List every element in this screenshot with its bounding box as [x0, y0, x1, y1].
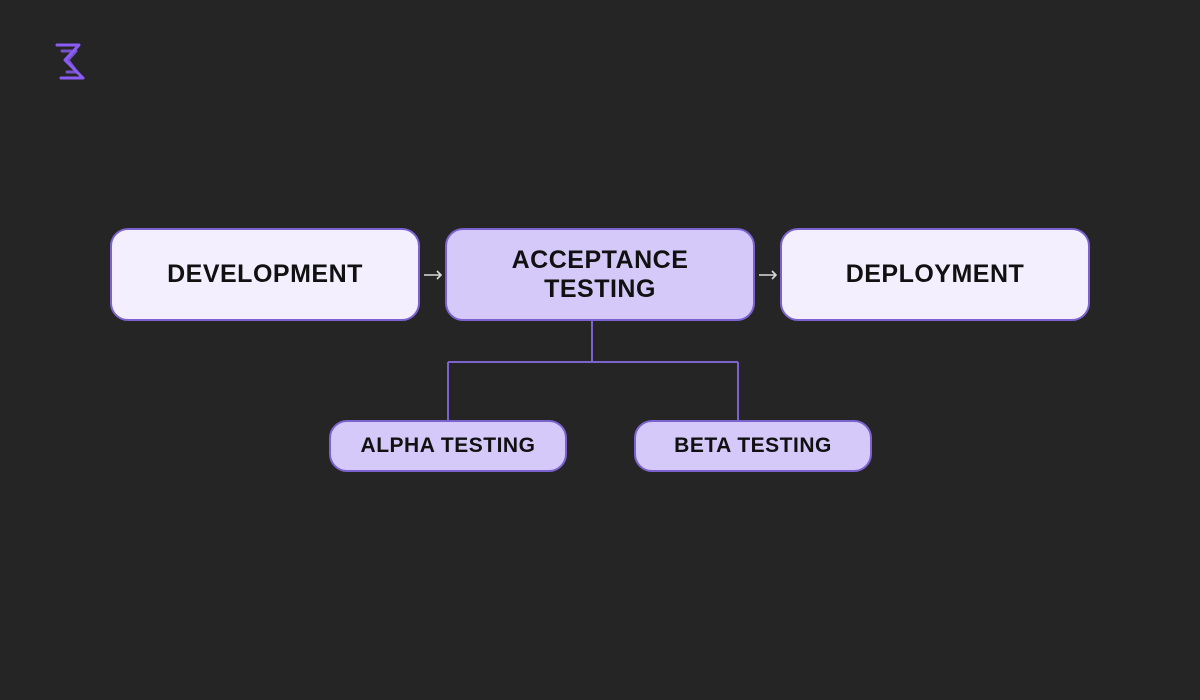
arrow-right-icon	[424, 270, 443, 280]
arrow-right-icon	[759, 270, 778, 280]
branch-connector	[447, 321, 739, 420]
stage-development: DEVELOPMENT	[110, 228, 420, 321]
brand-logo-icon	[55, 43, 85, 80]
stage-acceptance-testing: ACCEPTANCE TESTING	[445, 228, 755, 321]
sub-stage-label: ALPHA TESTING	[360, 434, 536, 457]
stage-deployment: DEPLOYMENT	[780, 228, 1090, 321]
stage-label: ACCEPTANCE TESTING	[511, 245, 689, 303]
sub-stage-alpha-testing: ALPHA TESTING	[329, 420, 567, 472]
sub-stage-beta-testing: BETA TESTING	[634, 420, 872, 472]
sub-stage-label: BETA TESTING	[674, 434, 832, 457]
stage-label: DEPLOYMENT	[845, 260, 1025, 288]
stage-label: DEVELOPMENT	[167, 260, 363, 288]
